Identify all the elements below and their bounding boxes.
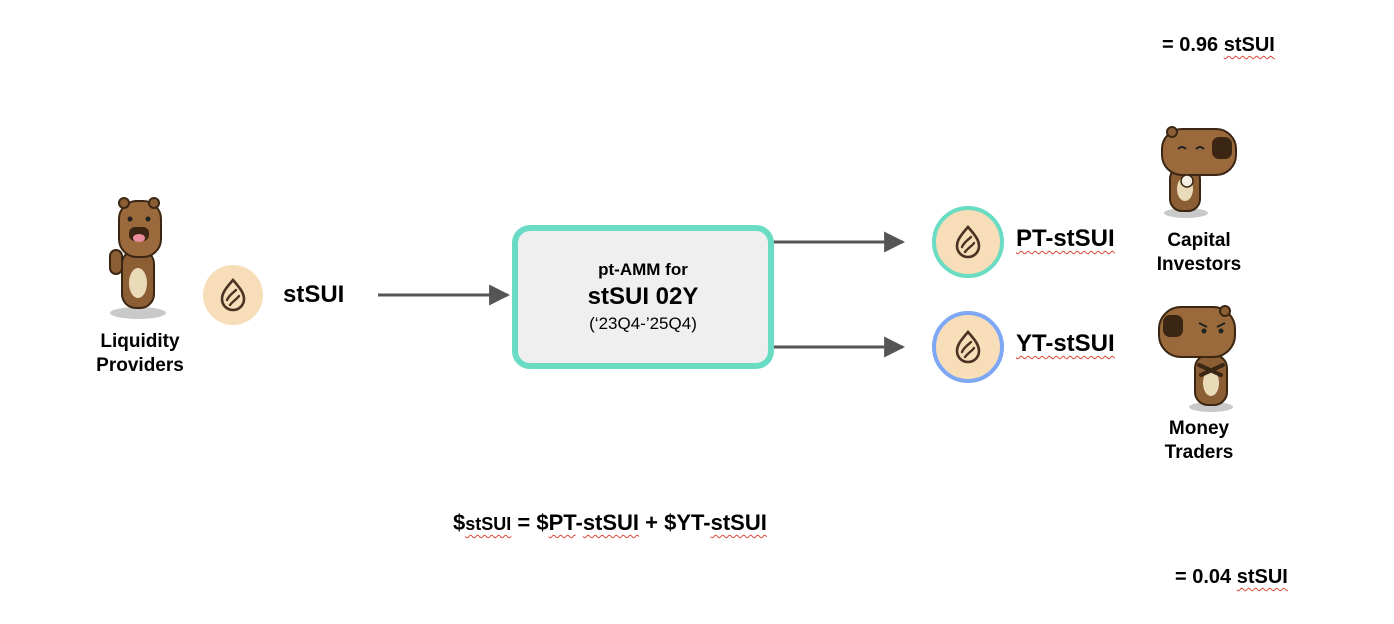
pt-token-text: PT-stSUI — [1016, 225, 1115, 252]
stsui-drop-icon — [955, 225, 981, 259]
investors-label-line1: Capital — [1167, 230, 1231, 251]
input-token-label: stSUI — [283, 281, 345, 308]
capybara-trader-icon — [1155, 303, 1241, 413]
stsui-coin — [203, 265, 263, 325]
pt-value-unit: stSUI — [1223, 34, 1275, 56]
investors-label: Capital Investors — [1136, 229, 1262, 277]
providers-label: Liquidity Providers — [72, 330, 208, 378]
providers-label-line1: Liquidity — [100, 331, 180, 352]
pt-token-label: PT-stSUI — [1016, 225, 1115, 253]
eq-part: stSUI — [710, 510, 767, 535]
traders-label: Money Traders — [1136, 417, 1262, 465]
providers-label-line2: Providers — [96, 355, 184, 376]
yt-token-label: YT-stSUI — [1016, 330, 1115, 358]
investors-label-line2: Investors — [1156, 254, 1242, 275]
amm-pool-name: stSUI 02Y — [587, 283, 699, 310]
traders-label-line2: Traders — [1164, 442, 1234, 463]
traders-label-line1: Money — [1168, 418, 1230, 439]
yt-stsui-coin — [932, 311, 1004, 383]
eq-part: + $YT- — [639, 510, 711, 535]
eq-part: PT — [548, 510, 576, 535]
amm-title: pt-AMM for — [598, 260, 688, 279]
yt-value-unit: stSUI — [1236, 566, 1288, 588]
yt-value-amount: = 0.04 — [1175, 566, 1237, 588]
pt-amm-box: pt-AMM for stSUI 02Y (‘23Q4-’25Q4) — [512, 225, 774, 369]
eq-part: stSUI — [465, 514, 512, 534]
yt-token-text: YT-stSUI — [1016, 330, 1115, 357]
stsui-drop-icon — [220, 278, 246, 312]
pt-stsui-coin — [932, 206, 1004, 278]
capybara-investor-icon — [1158, 123, 1240, 218]
stsui-drop-icon — [955, 330, 981, 364]
eq-part: - — [575, 510, 583, 535]
amm-period: (‘23Q4-’25Q4) — [589, 314, 697, 333]
eq-part: $ — [453, 510, 466, 535]
pt-value-amount: = 0.96 — [1162, 34, 1224, 56]
eq-part: = $ — [511, 510, 549, 535]
value-equation: $stSUI = $PT-stSUI + $YT-stSUI — [453, 510, 767, 536]
eq-part: stSUI — [582, 510, 640, 535]
pt-value-label: = 0.96 stSUI — [1162, 34, 1275, 57]
capybara-provider-icon — [102, 195, 174, 320]
yt-value-label: = 0.04 stSUI — [1175, 566, 1288, 589]
